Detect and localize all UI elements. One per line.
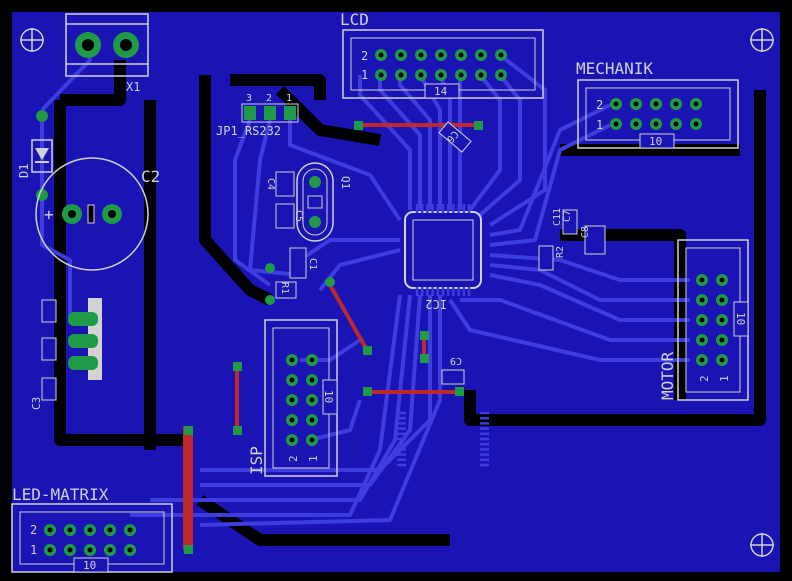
r2-label: R2 bbox=[555, 246, 566, 258]
d1-label: D1 bbox=[17, 164, 31, 178]
mounting-holes bbox=[20, 28, 774, 557]
ic2-label: IC2 bbox=[425, 297, 447, 311]
motor-pin-count: 10 bbox=[734, 312, 747, 325]
motor-pin1-label: 1 bbox=[718, 375, 731, 382]
mechanik-pin2-label: 2 bbox=[596, 98, 603, 112]
wide-jumper bbox=[183, 426, 193, 551]
connector-isp: 10 2 1 ISP bbox=[247, 319, 338, 477]
lcd-pin1-label: 1 bbox=[361, 68, 368, 82]
c3-label: C3 bbox=[30, 397, 43, 410]
isp-pin-count: 10 bbox=[322, 390, 335, 403]
passives-right: C6 C7 C8 R2 C9 C11 bbox=[438, 121, 606, 385]
jp1-label: JP1_RS232 bbox=[216, 124, 281, 138]
passives-left: C1 R1 bbox=[265, 247, 335, 305]
mechanik-pin1-label: 1 bbox=[596, 118, 603, 132]
isp-label: ISP bbox=[247, 446, 266, 475]
c1-label: C1 bbox=[307, 258, 318, 270]
connector-mechanik: MECHANIK 2 1 10 bbox=[576, 59, 739, 149]
capacitor-c2: + C2 bbox=[35, 157, 160, 271]
x1-label: X1 bbox=[126, 80, 140, 94]
c9-label: C9 bbox=[450, 355, 462, 366]
mount-hole-top-right bbox=[750, 28, 774, 52]
c4-label: C4 bbox=[265, 178, 276, 190]
c2-label: C2 bbox=[141, 167, 160, 186]
ic2-pins bbox=[397, 204, 489, 467]
led-pin1-label: 1 bbox=[30, 543, 37, 557]
clearance-channels bbox=[54, 60, 766, 546]
jumper-wires bbox=[235, 123, 478, 430]
jp1-pin1-label: 1 bbox=[286, 93, 292, 104]
connector-lcd: LCD 2 1 14 bbox=[340, 10, 544, 99]
isp-pin2-label: 2 bbox=[287, 455, 300, 462]
isp-pin1-label: 1 bbox=[307, 455, 320, 462]
lcd-pin-count: 14 bbox=[434, 85, 448, 98]
mechanik-pin-count: 10 bbox=[649, 135, 662, 148]
c2-plus-sign: + bbox=[44, 205, 54, 224]
led-pin2-label: 2 bbox=[30, 523, 37, 537]
jumper-pads bbox=[184, 121, 483, 554]
r1-label: R1 bbox=[279, 282, 290, 294]
connector-led-matrix: LED-MATRIX 2 1 10 bbox=[11, 485, 173, 573]
ic2-microcontroller: IC2 bbox=[397, 204, 489, 467]
diode-d1: D1 bbox=[17, 110, 53, 201]
lcd-label: LCD bbox=[340, 10, 369, 29]
q1-label: Q1 bbox=[339, 176, 352, 189]
motor-pin2-label: 2 bbox=[698, 375, 711, 382]
copper-pour bbox=[12, 12, 780, 572]
jp1-pin3-label: 3 bbox=[246, 93, 252, 104]
c5-label: C5 bbox=[293, 210, 304, 222]
regulator-ic1: C3 bbox=[30, 298, 102, 410]
connector-motor: 10 2 1 MOTOR bbox=[658, 239, 749, 401]
led-pin-count: 10 bbox=[83, 559, 96, 572]
connector-x1: X1 bbox=[65, 13, 149, 94]
lcd-pin2-label: 2 bbox=[361, 49, 368, 63]
c7-label: C7 bbox=[562, 210, 573, 222]
c8-label: C8 bbox=[580, 226, 591, 238]
crystal-q1: Q1 C4 C5 bbox=[265, 162, 352, 242]
c11-label: C11 bbox=[552, 208, 563, 226]
traces bbox=[40, 44, 690, 527]
led-matrix-label: LED-MATRIX bbox=[12, 485, 109, 504]
motor-label: MOTOR bbox=[658, 351, 677, 400]
header-jp1: 3 2 1 JP1_RS232 bbox=[216, 93, 299, 138]
mount-hole-top-left bbox=[20, 28, 44, 52]
mechanik-label: MECHANIK bbox=[576, 59, 653, 78]
jp1-pin2-label: 2 bbox=[266, 93, 272, 104]
mount-hole-bottom-right bbox=[750, 533, 774, 557]
